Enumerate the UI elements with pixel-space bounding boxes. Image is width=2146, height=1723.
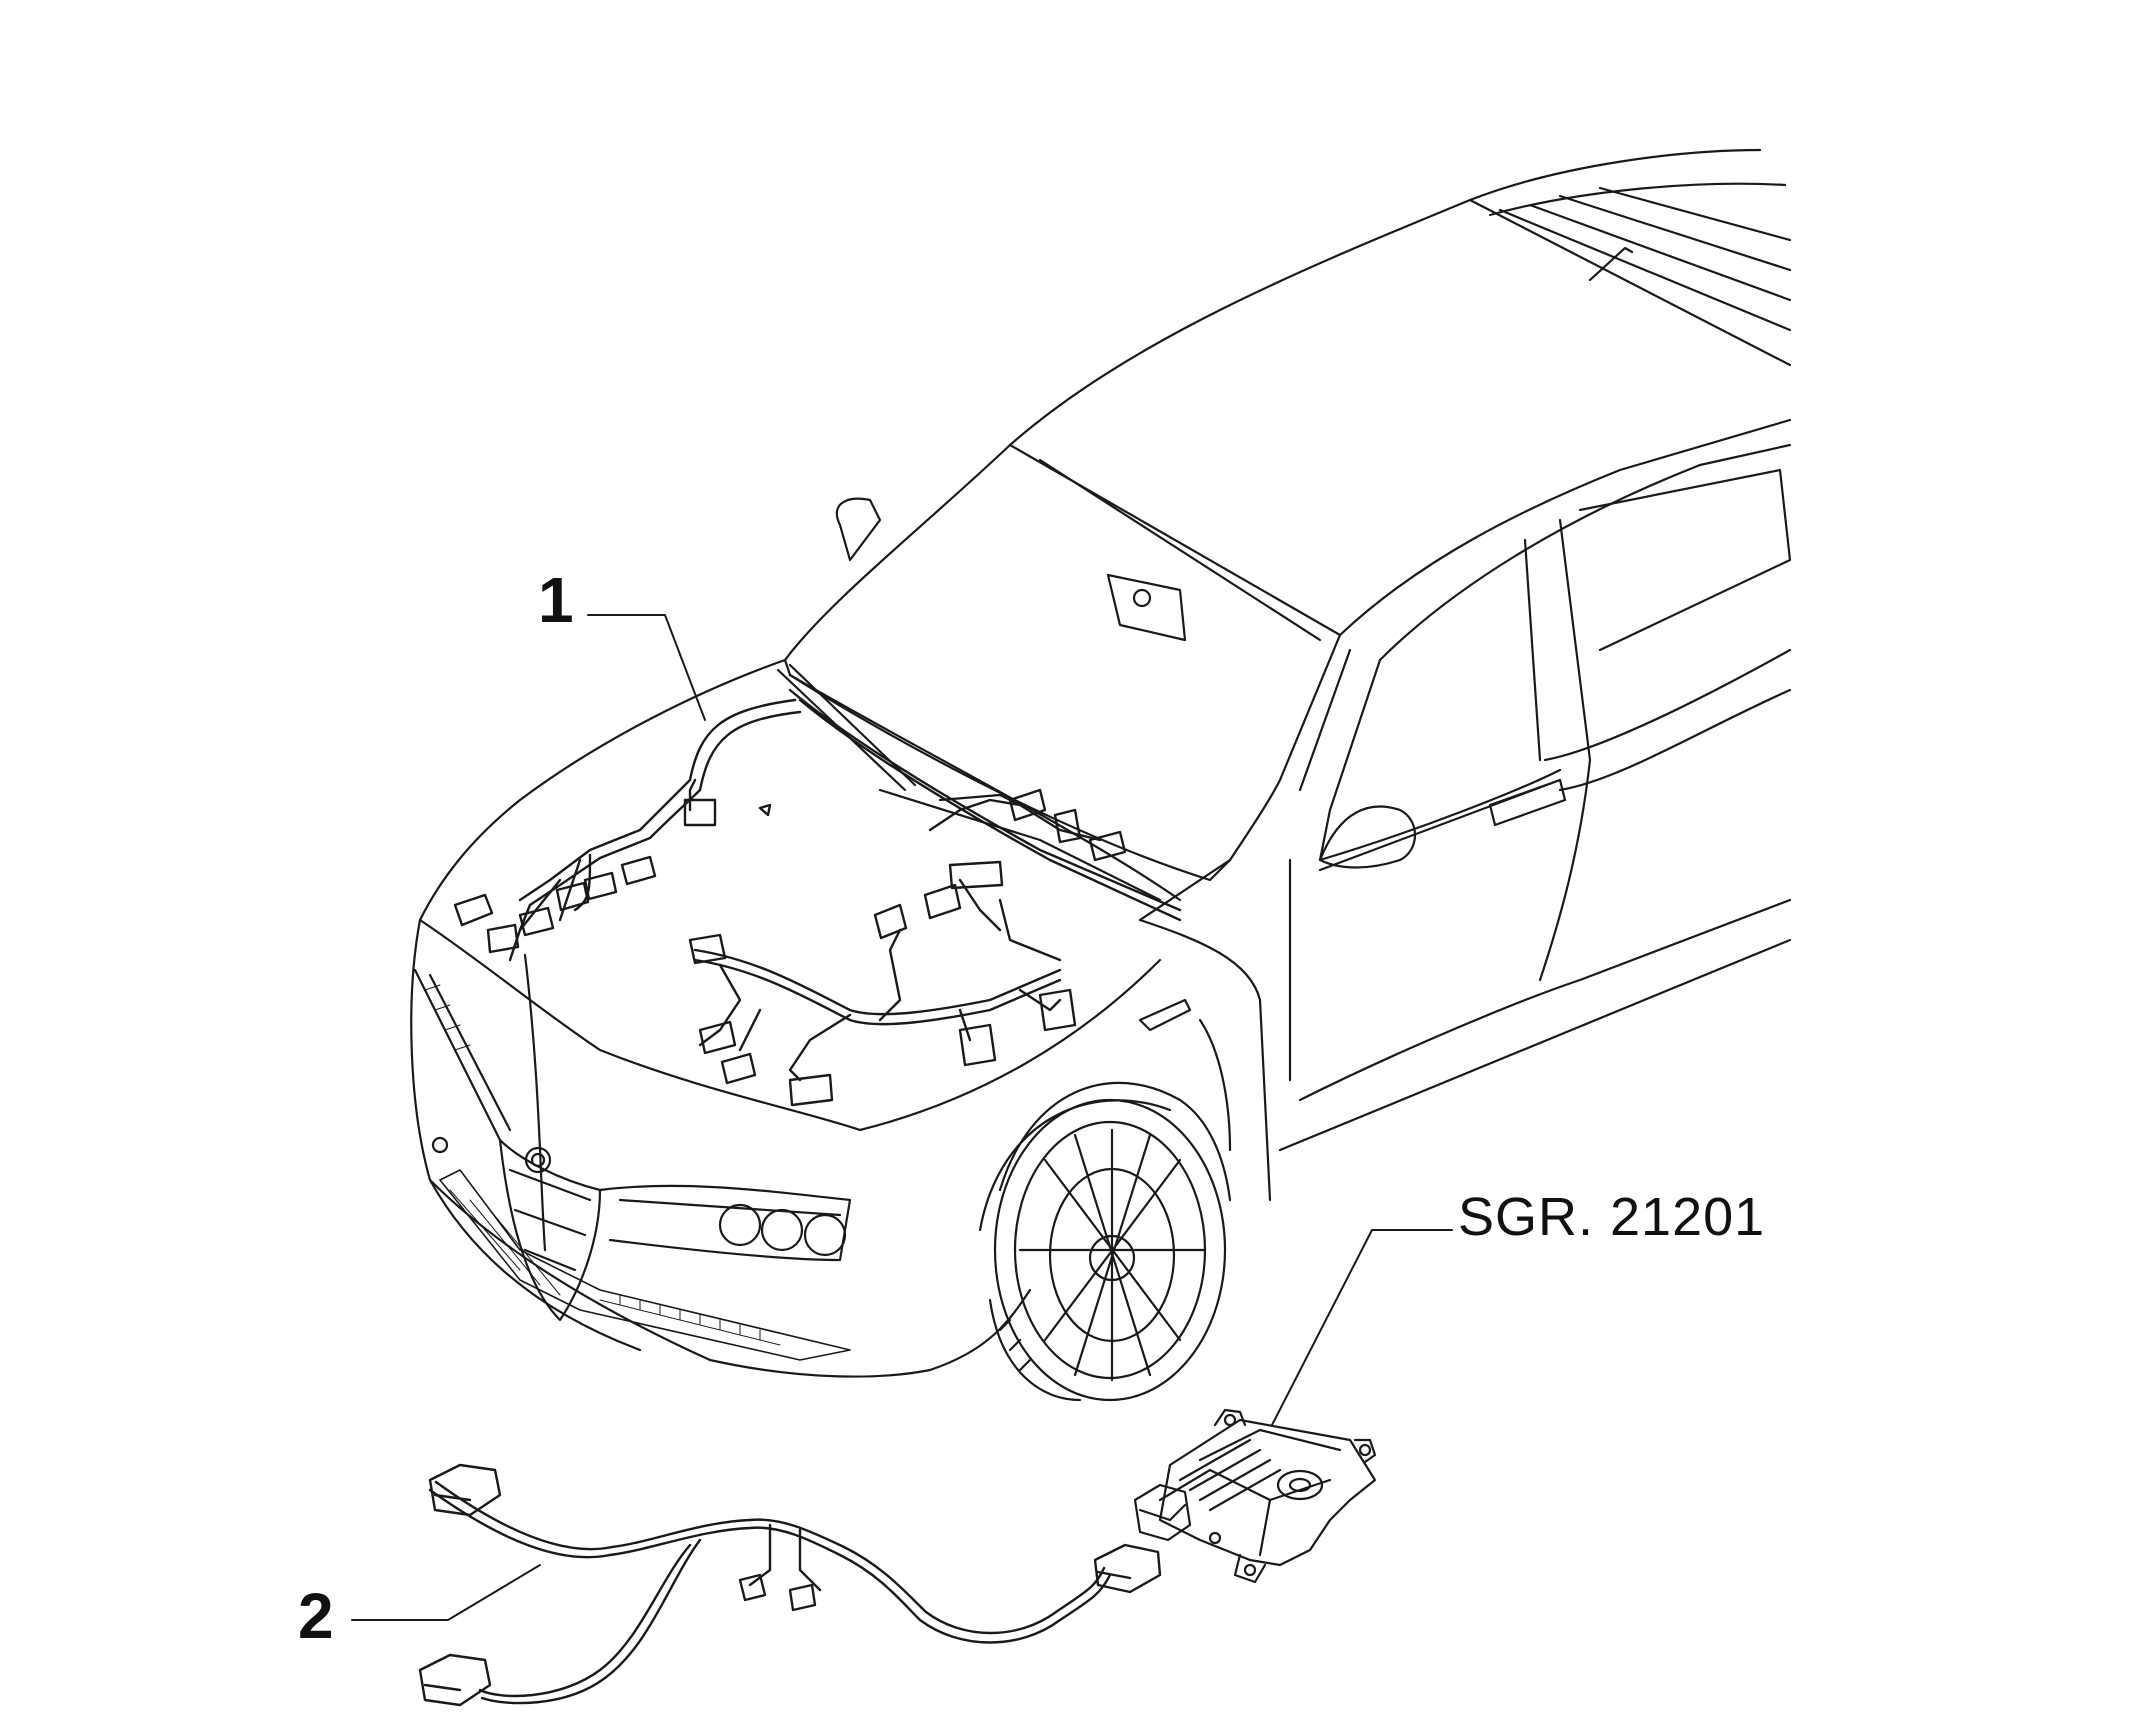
callout-2-label: 2 bbox=[298, 1580, 334, 1652]
car-body bbox=[410, 148, 1792, 1402]
leader-line-2 bbox=[351, 1564, 541, 1621]
callout-1-label: 1 bbox=[538, 564, 574, 636]
reference-group-label: SGR. 21201 bbox=[1458, 1187, 1766, 1247]
leader-line-ref bbox=[1271, 1229, 1453, 1426]
leader-line-1 bbox=[587, 614, 706, 721]
engine-harness bbox=[453, 688, 1182, 1107]
bumper-harness bbox=[418, 1463, 1162, 1707]
control-module bbox=[1133, 1408, 1377, 1584]
